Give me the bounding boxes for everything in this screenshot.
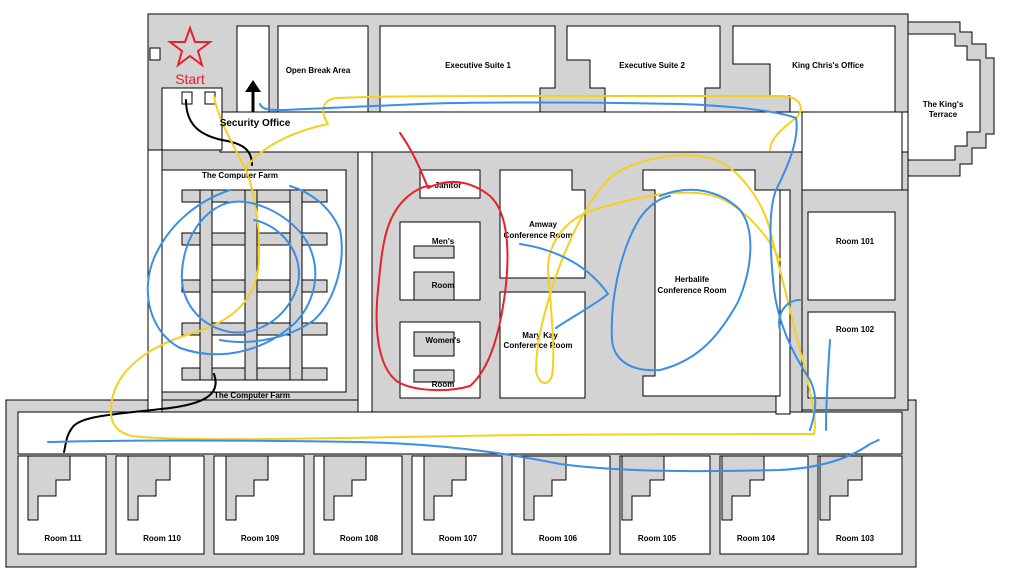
label-r102: Room 102: [836, 325, 875, 334]
king-office-room: [732, 25, 896, 113]
start-marker: Start: [167, 25, 213, 87]
amway-room: [499, 169, 586, 279]
computer-farm: [161, 169, 347, 393]
label-r110: Room 110: [143, 534, 181, 543]
label-terrace-1: The King's: [923, 100, 964, 109]
label-womens-1: Women's: [425, 336, 461, 345]
exec1-room: [379, 25, 556, 113]
label-r108: Room 108: [340, 534, 379, 543]
center-rooms: [399, 169, 781, 399]
label-king-office: King Chris's Office: [792, 61, 864, 70]
label-r107: Room 107: [439, 534, 478, 543]
label-r103: Room 103: [836, 534, 875, 543]
herbalife-room: [642, 169, 781, 397]
label-farm-bottom: The Computer Farm: [214, 391, 290, 400]
room-101: [807, 211, 896, 301]
label-mens-2: Room: [432, 281, 455, 290]
label-r106: Room 106: [539, 534, 578, 543]
red-path: [375, 132, 509, 392]
security-label: Security Office: [220, 118, 291, 129]
label-r109: Room 109: [241, 534, 280, 543]
hallways: [17, 87, 909, 455]
label-farm-top: The Computer Farm: [202, 171, 278, 180]
drawn-paths: [47, 94, 880, 473]
exec2-room: [566, 25, 721, 113]
label-womens-2: Room: [432, 380, 455, 389]
label-exec2: Executive Suite 2: [619, 61, 685, 70]
label-amway-2: Conference Room: [504, 231, 573, 240]
room-102: [807, 311, 896, 399]
label-r105: Room 105: [638, 534, 677, 543]
label-open-break: Open Break Area: [286, 66, 351, 75]
label-r104: Room 104: [737, 534, 776, 543]
start-star-icon: [167, 25, 213, 68]
label-exec1: Executive Suite 1: [445, 61, 511, 70]
start-label: Start: [175, 71, 205, 87]
kings-terrace-room: [907, 33, 981, 161]
blue-path: [47, 101, 880, 473]
arrow-head-icon: [245, 80, 261, 92]
yellow-path: [109, 94, 816, 441]
bottom-rooms: [17, 455, 903, 555]
label-r101: Room 101: [836, 237, 875, 246]
room-labels: Open Break Area Executive Suite 1 Execut…: [44, 61, 964, 543]
marykay-room: [499, 291, 586, 399]
label-janitor: Janitor: [435, 181, 462, 190]
label-r111: Room 111: [44, 534, 82, 543]
top-rooms: [149, 25, 981, 161]
label-terrace-2: Terrace: [929, 110, 958, 119]
label-mens-1: Men's: [432, 237, 455, 246]
security-marker: Security Office: [220, 80, 291, 129]
label-herbalife-1: Herbalife: [675, 275, 710, 284]
label-amway-1: Amway: [529, 220, 558, 229]
right-rooms: [807, 211, 896, 399]
label-herbalife-2: Conference Room: [658, 286, 727, 295]
